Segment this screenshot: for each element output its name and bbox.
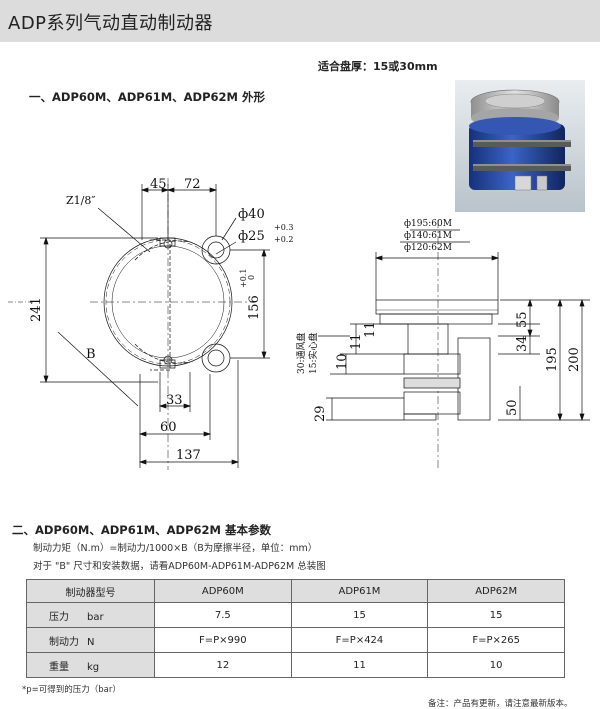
dim-156: 156 bbox=[247, 295, 262, 320]
header-bar: ADP系列气动直动制动器 bbox=[0, 0, 600, 42]
dim-11a: 11 bbox=[363, 321, 378, 338]
install-data-note: 对于 "B" 尺寸和安装数据，请看ADP60M-ADP61M-ADP62M 总装… bbox=[33, 561, 326, 572]
dim-15-solid: 15:实心盘 bbox=[307, 333, 319, 375]
dim-29: 29 bbox=[313, 405, 328, 422]
dim-z18: Z1/8″ bbox=[66, 194, 95, 207]
dim-45: 45 bbox=[150, 177, 167, 192]
table-cell: F=P×424 bbox=[290, 627, 429, 653]
dim-11b: 11 bbox=[349, 333, 364, 350]
dim-156-tol-up: +0.1 bbox=[239, 269, 248, 288]
dim-30-vented: 30:通风盘 bbox=[295, 333, 307, 375]
dim-phi25: ф25 bbox=[238, 229, 265, 244]
table-cell: 7.5 bbox=[154, 602, 292, 628]
dim-50: 50 bbox=[505, 399, 520, 416]
dim-60: 60 bbox=[160, 420, 177, 435]
dim-241: 241 bbox=[29, 297, 44, 322]
col-header-adp61m: ADP61M bbox=[290, 579, 429, 603]
dim-b: B bbox=[86, 347, 96, 362]
dim-10: 10 bbox=[335, 353, 350, 370]
footer-note: 备注：产品有更新，请注意最新版本。 bbox=[428, 699, 573, 709]
dim-195: 195 bbox=[545, 347, 560, 372]
dim-phi25-tol-up: +0.3 bbox=[274, 223, 293, 232]
dim-55: 55 bbox=[515, 311, 530, 328]
product-photo bbox=[455, 80, 585, 212]
dim-200: 200 bbox=[567, 347, 582, 372]
page-title: ADP系列气动直动制动器 bbox=[8, 13, 214, 34]
dim-34: 34 bbox=[515, 335, 530, 352]
dim-phi120: ф120:62M bbox=[404, 243, 452, 253]
dim-phi25-tol-dn: +0.2 bbox=[274, 235, 293, 244]
dim-137: 137 bbox=[176, 448, 201, 463]
dim-phi40: ф40 bbox=[238, 207, 265, 222]
col-header-model: 制动器型号 bbox=[26, 579, 155, 603]
dim-33: 33 bbox=[166, 393, 183, 408]
table-header-row: 制动器型号 ADP60M ADP61M ADP62M bbox=[26, 579, 565, 603]
dim-156-tol-dn: 0 bbox=[247, 275, 256, 280]
dim-phi140: ф140:61M bbox=[404, 231, 452, 241]
section-title-outline: 一、ADP60M、ADP61M、ADP62M 外形 bbox=[29, 90, 265, 104]
table-cell: F=P×265 bbox=[427, 627, 565, 653]
table-cell: 11 bbox=[290, 652, 429, 678]
table-cell: 15 bbox=[427, 602, 565, 628]
footnote: *p=可得到的压力（bar） bbox=[22, 685, 121, 695]
disc-thickness-note: 适合盘厚：15或30mm bbox=[318, 60, 438, 73]
technical-drawing: 45 72 Z1/8″ ф40 ф25 +0.3 +0.2 156 +0.1 0… bbox=[8, 177, 590, 470]
col-header-adp62m: ADP62M bbox=[427, 579, 565, 603]
torque-formula-note: 制动力矩（N.m）=制动力/1000×B（B为摩擦半径，单位：mm） bbox=[33, 543, 318, 554]
section-title-params: 二、ADP60M、ADP61M、ADP62M 基本参数 bbox=[12, 523, 271, 537]
table-cell: 15 bbox=[290, 602, 429, 628]
table-cell: F=P×990 bbox=[154, 627, 292, 653]
dim-phi195: ф195:60M bbox=[404, 219, 452, 229]
table-cell: 12 bbox=[154, 652, 292, 678]
col-header-adp60m: ADP60M bbox=[154, 579, 292, 603]
dim-72: 72 bbox=[184, 177, 201, 192]
table-cell: 10 bbox=[427, 652, 565, 678]
